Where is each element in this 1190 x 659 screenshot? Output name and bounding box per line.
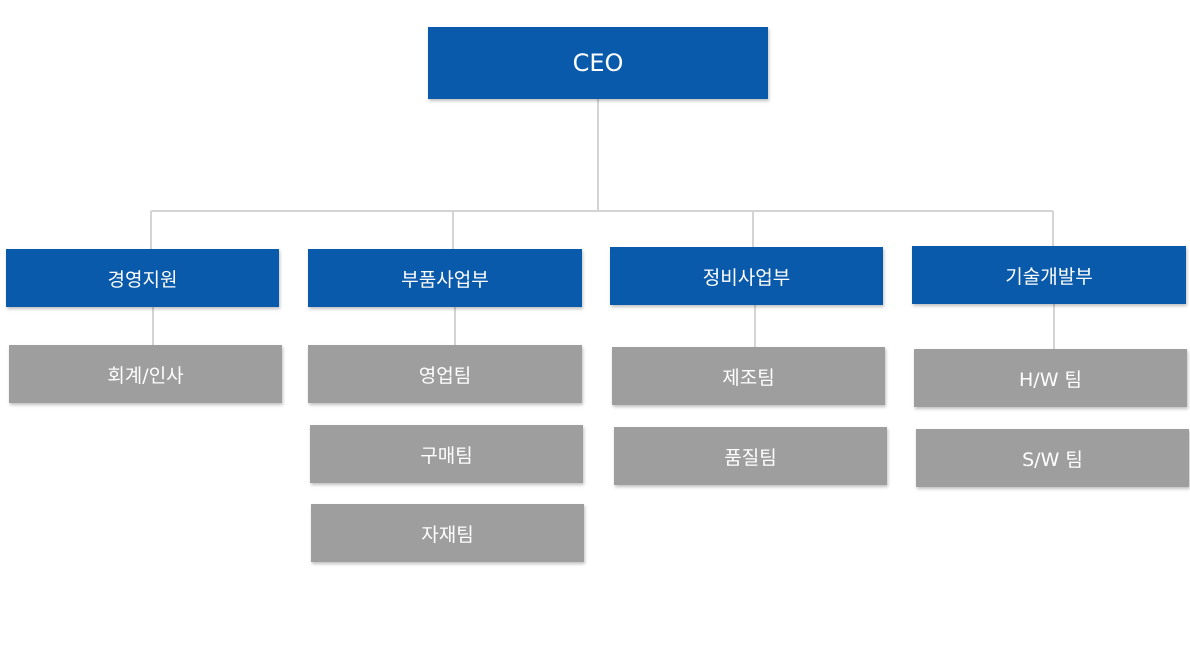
team-label: S/W 팀	[1022, 448, 1083, 471]
team-box-accounting-hr: 회계/인사	[9, 345, 282, 403]
team-label: 제조팀	[722, 366, 775, 389]
team-box-manufacturing: 제조팀	[612, 347, 885, 405]
team-box-quality: 품질팀	[614, 427, 887, 485]
dept-box-management-support: 경영지원	[6, 249, 279, 307]
dept-label: 부품사업부	[401, 268, 489, 291]
dept-label: 경영지원	[107, 268, 178, 291]
team-label: 자재팀	[421, 523, 474, 546]
dept-box-tech-development: 기술개발부	[912, 246, 1186, 304]
team-box-purchasing: 구매팀	[310, 425, 583, 483]
team-label: 구매팀	[420, 444, 473, 467]
team-box-materials: 자재팀	[311, 504, 584, 562]
team-box-sales: 영업팀	[308, 345, 582, 403]
team-label: 영업팀	[418, 364, 472, 387]
team-label: 회계/인사	[107, 364, 184, 387]
team-label: H/W 팀	[1019, 368, 1082, 391]
team-label: 품질팀	[724, 446, 777, 469]
dept-label: 정비사업부	[702, 266, 791, 289]
ceo-box: CEO	[428, 27, 768, 99]
ceo-label: CEO	[572, 49, 624, 77]
team-box-hw: H/W 팀	[914, 349, 1187, 407]
dept-box-maintenance-business: 정비사업부	[610, 247, 883, 305]
team-box-sw: S/W 팀	[916, 429, 1189, 487]
dept-box-parts-business: 부품사업부	[308, 249, 582, 307]
dept-label: 기술개발부	[1005, 265, 1093, 288]
